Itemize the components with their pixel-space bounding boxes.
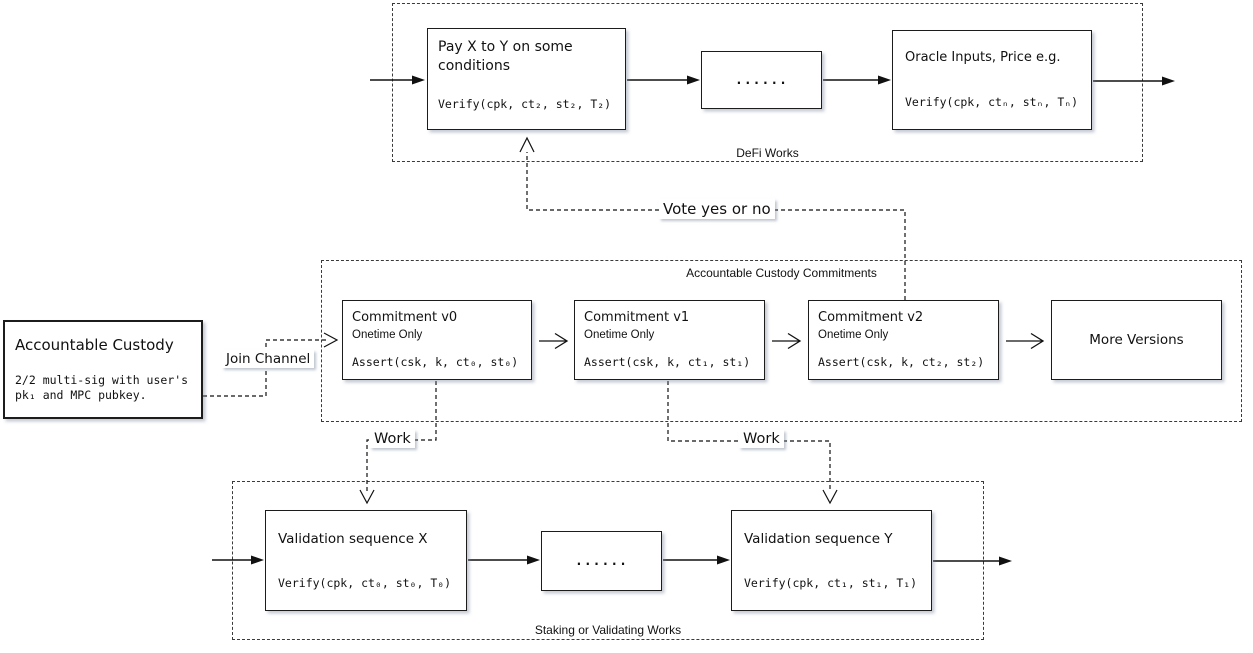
defi-works-container: DeFi Works (392, 3, 1143, 162)
work-right-arrowhead-icon (822, 489, 838, 505)
staking-dots-box: ...... (541, 531, 662, 591)
validation-y-code: Verify(cpk, ct₁, st₁, T₁) (744, 576, 918, 590)
arrowhead-icon (412, 75, 425, 85)
solid-flow-arrows (212, 79, 1163, 562)
arrowhead-icon (717, 555, 730, 565)
oracle-box: Oracle Inputs, Price e.g. Verify(cpk, ct… (892, 30, 1092, 130)
commitment-v0-box: Commitment v0 Onetime Only Assert(csk, k… (342, 300, 532, 380)
commitment-v2-subtitle: Onetime Only (818, 329, 889, 341)
commitment-v0-code: Assert(csk, k, ct₀, st₀) (352, 355, 519, 369)
more-versions-title: More Versions (1089, 332, 1184, 348)
oracle-box-title: Oracle Inputs, Price e.g. (905, 50, 1061, 65)
commitment-v0-title: Commitment v0 (352, 310, 458, 325)
validation-y-box: Validation sequence Y Verify(cpk, ct₁, s… (731, 510, 932, 611)
join-channel-label: Join Channel (222, 350, 315, 368)
validation-y-title: Validation sequence Y (744, 531, 893, 547)
defi-works-label: DeFi Works (736, 146, 799, 160)
defi-dots-box: ...... (701, 51, 822, 109)
dashed-connectors (203, 152, 906, 492)
work-left-arrowhead-icon (359, 489, 375, 505)
arrowhead-icon (251, 555, 264, 565)
pay-box: Pay X to Y on some conditions Verify(cpk… (427, 28, 626, 130)
work-right-label: Work (739, 430, 784, 448)
work-left-label: Work (370, 430, 415, 448)
commitment-v1-box: Commitment v1 Onetime Only Assert(csk, k… (574, 300, 765, 380)
staking-dots-text: ...... (575, 553, 628, 569)
accountable-custody-title: Accountable Custody (15, 336, 174, 354)
arrowhead-icon (687, 75, 700, 85)
validation-x-code: Verify(cpk, ct₀, st₀, T₀) (278, 576, 452, 590)
more-versions-box: More Versions (1051, 300, 1222, 380)
open-version-arrows (539, 332, 1045, 350)
validation-x-box: Validation sequence X Verify(cpk, ct₀, s… (265, 510, 467, 611)
join-channel-connector (203, 339, 328, 397)
solid-arrowheads (251, 75, 1175, 566)
commitment-v2-box: Commitment v2 Onetime Only Assert(csk, k… (808, 300, 999, 380)
commitment-v1-title: Commitment v1 (584, 310, 690, 325)
vote-label: Vote yes or no (659, 199, 775, 219)
pay-box-code: Verify(cpk, ct₂, st₂, T₂) (438, 97, 612, 111)
validation-x-title: Validation sequence X (278, 531, 428, 547)
pay-box-title: Pay X to Y on some conditions (438, 39, 573, 74)
vote-connector (526, 152, 906, 300)
join-channel-arrowhead-icon (323, 332, 339, 348)
arrowhead-icon (527, 555, 540, 565)
accountable-custody-description: 2/2 multi-sig with user's pk₁ and MPC pu… (15, 373, 189, 402)
commitments-container: Accountable Custody Commitments (321, 260, 1242, 422)
staking-label: Staking or Validating Works (534, 623, 682, 637)
arrowhead-icon (999, 556, 1012, 566)
commitment-v2-title: Commitment v2 (818, 310, 924, 325)
arrowhead-icon (1162, 76, 1175, 86)
open-connector-arrowheads (323, 136, 838, 505)
arrowhead-icon (878, 75, 891, 85)
arrow-v1-to-v2 (772, 332, 802, 350)
vote-arrowhead-icon (519, 136, 535, 153)
commitment-v1-subtitle: Onetime Only (584, 329, 655, 341)
oracle-box-code: Verify(cpk, ctₙ, stₙ, Tₙ) (905, 95, 1079, 109)
defi-dots-text: ...... (735, 72, 788, 88)
arrow-v2-to-more (1006, 332, 1045, 350)
arrow-v0-to-v1 (539, 332, 569, 350)
commitment-v0-subtitle: Onetime Only (352, 329, 423, 341)
accountable-custody-box: Accountable Custody 2/2 multi-sig with u… (3, 320, 203, 419)
commitment-v2-code: Assert(csk, k, ct₂, st₂) (818, 355, 985, 369)
commitment-v1-code: Assert(csk, k, ct₁, st₁) (584, 355, 751, 369)
commitments-label: Accountable Custody Commitments (686, 266, 877, 280)
